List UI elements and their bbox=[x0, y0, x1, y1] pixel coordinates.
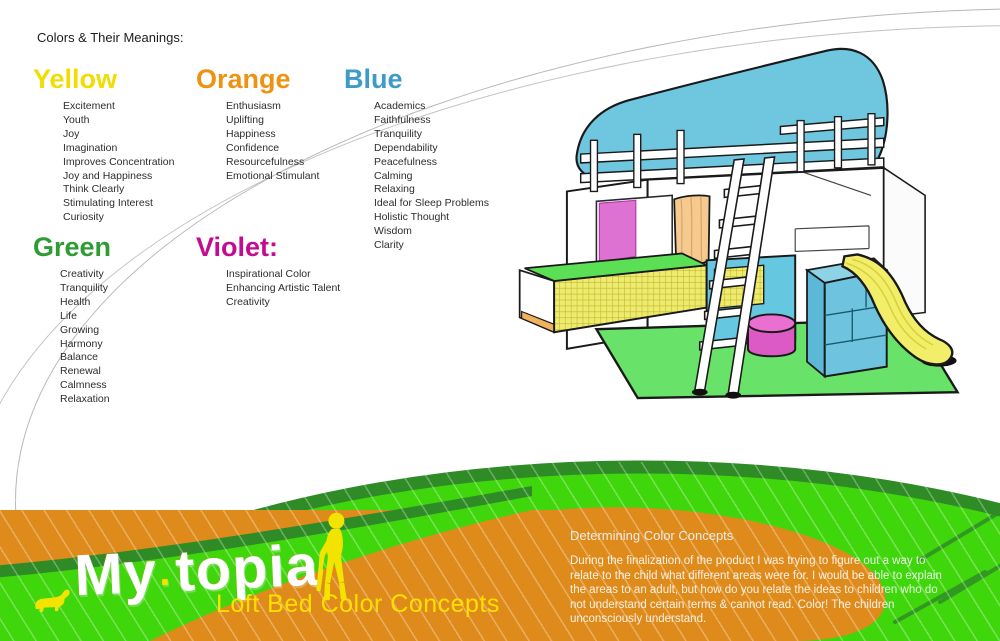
color-meaning-item: Improves Concentration bbox=[63, 155, 175, 168]
color-meaning-item: Inspirational Color bbox=[226, 268, 311, 280]
logo-separator-dot: · bbox=[158, 559, 175, 605]
logo-text-primary: My bbox=[73, 539, 159, 609]
color-meaning-item: Think Clearly bbox=[63, 183, 125, 196]
color-meaning-item: Confidence bbox=[226, 141, 280, 154]
color-meaning-item: Joy and Happiness bbox=[63, 169, 153, 182]
color-heading-orange: Orange bbox=[196, 64, 291, 94]
color-heading-blue: Blue bbox=[344, 64, 403, 94]
color-meaning-item: Ideal for Sleep Problems bbox=[374, 197, 489, 210]
color-meaning-item: Excitement bbox=[63, 100, 115, 112]
color-meaning-item: Clarity bbox=[374, 239, 404, 252]
child-silhouette-icon bbox=[316, 512, 348, 601]
color-meaning-item: Harmony bbox=[60, 337, 103, 350]
color-meaning-item: Health bbox=[60, 295, 91, 308]
color-meaning-item: Youth bbox=[63, 113, 90, 126]
tagline: Loft Bed Color Concepts bbox=[216, 590, 500, 618]
color-meaning-item: Relaxation bbox=[60, 393, 110, 406]
color-meaning-item: Academics bbox=[374, 100, 426, 112]
color-meaning-item: Enhancing Artistic Talent bbox=[226, 281, 341, 294]
color-meaning-item: Relaxing bbox=[374, 183, 415, 196]
color-meaning-item: Resourcefulness bbox=[226, 155, 305, 168]
page-title: Colors & Their Meanings: bbox=[37, 30, 184, 45]
color-meaning-item: Tranquility bbox=[60, 281, 109, 294]
color-meaning-item: Curiosity bbox=[63, 211, 104, 224]
color-meaning-item: Holistic Thought bbox=[374, 211, 450, 224]
footer-band-art bbox=[0, 460, 1000, 641]
color-meaning-item: Calming bbox=[374, 169, 413, 182]
color-meaning-item: Creativity bbox=[60, 268, 104, 280]
footer-section-heading: Determining Color Concepts bbox=[570, 528, 734, 543]
color-meaning-item: Emotional Stimulant bbox=[226, 169, 320, 182]
color-meaning-item: Stimulating Interest bbox=[63, 197, 153, 210]
footer-paragraph: During the finalization of the product I… bbox=[570, 555, 942, 626]
grass-stripe-light bbox=[0, 496, 532, 641]
color-meaning-item: Renewal bbox=[60, 365, 101, 378]
color-meaning-item: Tranquility bbox=[374, 127, 423, 140]
color-meaning-item: Faithfulness bbox=[374, 113, 431, 126]
color-meaning-item: Imagination bbox=[63, 141, 118, 154]
slide-shape bbox=[841, 253, 954, 366]
grass-stripe-dark bbox=[0, 486, 532, 580]
color-meaning-item: Joy bbox=[63, 127, 80, 140]
color-heading-yellow: Yellow bbox=[33, 64, 118, 94]
color-meaning-item: Life bbox=[60, 309, 77, 322]
color-meaning-item: Creativity bbox=[226, 295, 270, 308]
logo-mytopia: My·topia bbox=[28, 511, 362, 612]
color-meaning-item: Uplifting bbox=[226, 113, 264, 126]
color-meaning-item: Happiness bbox=[226, 127, 276, 140]
color-meaning-item: Growing bbox=[60, 323, 100, 336]
color-meaning-item: Balance bbox=[60, 351, 98, 364]
color-meaning-item: Calmness bbox=[60, 379, 107, 392]
color-meaning-item: Wisdom bbox=[374, 225, 412, 238]
color-meaning-item: Peacefulness bbox=[374, 155, 438, 168]
color-heading-green: Green bbox=[33, 232, 112, 262]
color-meaning-item: Dependability bbox=[374, 141, 438, 154]
loft-bed-illustration bbox=[518, 47, 960, 400]
dog-silhouette-icon bbox=[35, 589, 70, 612]
window-pink-panel bbox=[598, 199, 637, 263]
color-heading-violet: Violet: bbox=[196, 232, 279, 262]
footer-band bbox=[0, 440, 1000, 641]
color-meaning-item: Enthusiasm bbox=[226, 100, 281, 112]
